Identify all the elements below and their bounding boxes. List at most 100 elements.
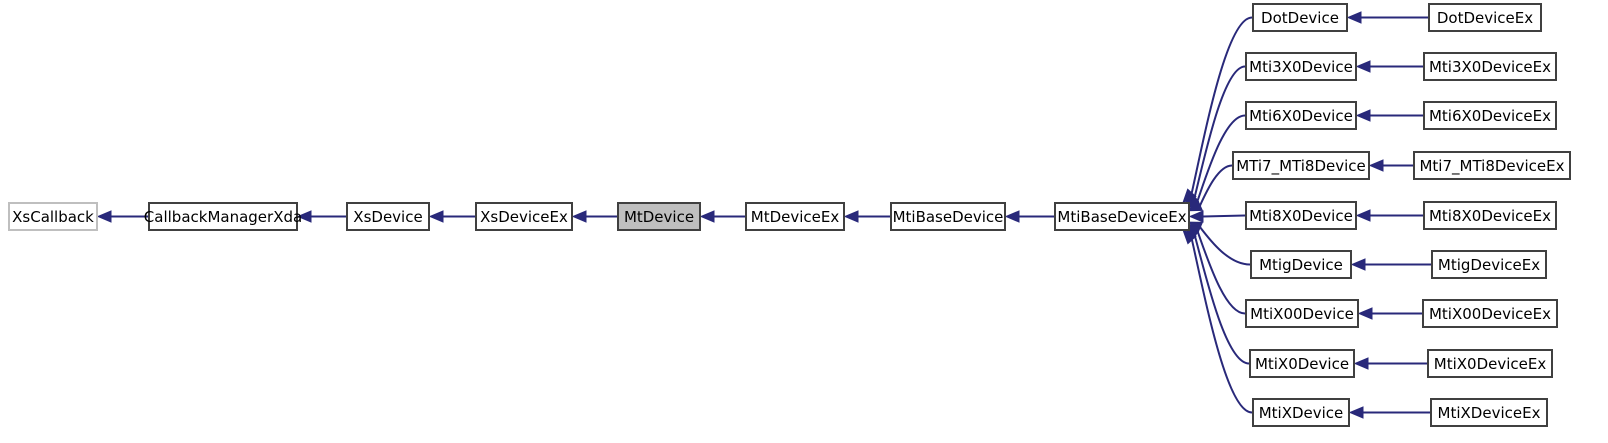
node-XsCallback[interactable]: XsCallback	[8, 202, 98, 231]
node-Mti7_MTi8DeviceEx[interactable]: Mti7_MTi8DeviceEx	[1413, 151, 1571, 180]
node-box[interactable]	[745, 202, 845, 231]
node-box[interactable]	[1430, 398, 1548, 427]
node-label: Mti3X0Device	[1249, 58, 1353, 76]
edge-XsDevice-to-CallbackManagerXda	[296, 210, 346, 223]
edge-arrowhead	[1182, 229, 1197, 245]
node-DotDevice[interactable]: DotDevice	[1252, 3, 1348, 32]
node-box[interactable]	[1428, 3, 1542, 32]
node-XsDevice[interactable]: XsDevice	[346, 202, 430, 231]
node-box[interactable]	[475, 202, 573, 231]
edge-Mti8X0DeviceEx-to-Mti8X0Device	[1355, 209, 1423, 222]
nodes-layer: XsCallback CallbackManagerXda XsDevice XsDe…	[8, 3, 1571, 427]
edge-arrowhead	[296, 210, 312, 223]
node-label: MtigDeviceEx	[1438, 256, 1540, 274]
node-box[interactable]	[1431, 250, 1547, 279]
node-box[interactable]	[617, 202, 701, 231]
node-box[interactable]	[1252, 3, 1348, 32]
node-label: MtigDevice	[1259, 256, 1343, 274]
node-box[interactable]	[890, 202, 1006, 231]
node-box[interactable]	[1413, 151, 1571, 180]
node-label: XsDeviceEx	[480, 208, 568, 226]
node-box[interactable]	[1245, 201, 1357, 230]
node-box[interactable]	[1423, 201, 1557, 230]
node-box[interactable]	[346, 202, 430, 231]
edges-layer	[96, 11, 1431, 419]
edge-line	[1190, 16, 1253, 194]
edge-Mti3X0DeviceEx-to-Mti3X0Device	[1355, 60, 1423, 73]
node-label: MtiBaseDevice	[893, 208, 1004, 226]
edge-line	[1202, 214, 1246, 218]
node-Mti3X0DeviceEx[interactable]: Mti3X0DeviceEx	[1423, 52, 1557, 81]
node-CallbackManagerXda[interactable]: CallbackManagerXda	[144, 202, 302, 231]
node-box[interactable]	[1245, 101, 1357, 130]
node-label: MtiXDevice	[1259, 404, 1344, 422]
node-box[interactable]	[1427, 349, 1553, 378]
node-MtiXDeviceEx[interactable]: MtiXDeviceEx	[1430, 398, 1548, 427]
node-MtiBaseDevice[interactable]: MtiBaseDevice	[890, 202, 1006, 231]
edge-line	[1199, 226, 1251, 266]
node-Mti6X0Device[interactable]: Mti6X0Device	[1245, 101, 1357, 130]
node-box[interactable]	[1423, 52, 1557, 81]
node-box[interactable]	[1054, 202, 1190, 231]
node-MTi7_MTi8Device[interactable]: MTi7_MTi8Device	[1232, 151, 1370, 180]
node-MtiX0Device[interactable]: MtiX0Device	[1249, 349, 1355, 378]
edge-Mti3X0Device-to-MtiBaseDeviceEx	[1183, 65, 1246, 207]
edge-arrowhead	[1355, 209, 1371, 222]
edge-arrowhead	[428, 210, 444, 223]
node-MtigDeviceEx[interactable]: MtigDeviceEx	[1431, 250, 1547, 279]
edge-arrowhead	[1355, 109, 1371, 122]
edge-arrowhead	[1368, 159, 1384, 172]
edge-arrowhead	[1187, 199, 1204, 212]
node-box[interactable]	[148, 202, 298, 231]
node-label: MtiX00Device	[1250, 305, 1354, 323]
edge-arrowhead	[699, 210, 715, 223]
node-box[interactable]	[1250, 250, 1352, 279]
node-Mti8X0Device[interactable]: Mti8X0Device	[1245, 201, 1357, 230]
node-box[interactable]	[1249, 349, 1355, 378]
edge-line	[1193, 65, 1246, 198]
edge-MtiX0DeviceEx-to-MtiX0Device	[1353, 357, 1427, 370]
node-MtiX0DeviceEx[interactable]: MtiX0DeviceEx	[1427, 349, 1553, 378]
node-label: MtiBaseDeviceEx	[1057, 208, 1186, 226]
node-DotDeviceEx[interactable]: DotDeviceEx	[1428, 3, 1542, 32]
edge-arrowhead	[1346, 11, 1362, 24]
edge-arrowhead	[1355, 60, 1371, 73]
node-Mti8X0DeviceEx[interactable]: Mti8X0DeviceEx	[1423, 201, 1557, 230]
node-Mti3X0Device[interactable]: Mti3X0Device	[1245, 52, 1357, 81]
node-box[interactable]	[1232, 151, 1370, 180]
node-box[interactable]	[1245, 52, 1357, 81]
node-label: Mti8X0DeviceEx	[1429, 207, 1551, 225]
node-label: Mti6X0DeviceEx	[1429, 107, 1551, 125]
node-MtDevice[interactable]: MtDevice	[617, 202, 701, 231]
edge-arrowhead	[843, 210, 859, 223]
node-box[interactable]	[1252, 398, 1350, 427]
node-Mti6X0DeviceEx[interactable]: Mti6X0DeviceEx	[1423, 101, 1557, 130]
node-label: DotDevice	[1261, 9, 1339, 27]
node-MtiBaseDeviceEx[interactable]: MtiBaseDeviceEx	[1054, 202, 1190, 231]
node-box[interactable]	[1422, 299, 1558, 328]
edge-line	[1196, 231, 1246, 315]
node-box[interactable]	[8, 202, 98, 231]
edge-arrowhead	[1353, 357, 1369, 370]
node-label: MTi7_MTi8Device	[1236, 157, 1366, 176]
node-MtDeviceEx[interactable]: MtDeviceEx	[745, 202, 845, 231]
node-XsDeviceEx[interactable]: XsDeviceEx	[475, 202, 573, 231]
node-label: Mti7_MTi8DeviceEx	[1419, 157, 1564, 176]
node-box[interactable]	[1245, 299, 1359, 328]
node-MtiX00DeviceEx[interactable]: MtiX00DeviceEx	[1422, 299, 1558, 328]
edge-MtDeviceEx-to-MtDevice	[699, 210, 745, 223]
edge-line	[1190, 239, 1253, 414]
edge-arrowhead	[1350, 258, 1366, 271]
edge-arrowhead	[1357, 307, 1373, 320]
edge-MtiX00DeviceEx-to-MtiX00Device	[1357, 307, 1422, 320]
node-MtiX00Device[interactable]: MtiX00Device	[1245, 299, 1359, 328]
edge-arrowhead	[1188, 210, 1204, 223]
edge-Mti7_MTi8DeviceEx-to-MTi7_MTi8Device	[1368, 159, 1413, 172]
node-label: MtiXDeviceEx	[1438, 404, 1541, 422]
edge-Mti8X0Device-to-MtiBaseDeviceEx	[1188, 210, 1246, 223]
node-MtiXDevice[interactable]: MtiXDevice	[1252, 398, 1350, 427]
edge-MtiBaseDeviceEx-to-MtiBaseDevice	[1004, 210, 1054, 223]
node-MtigDevice[interactable]: MtigDevice	[1250, 250, 1352, 279]
node-box[interactable]	[1423, 101, 1557, 130]
